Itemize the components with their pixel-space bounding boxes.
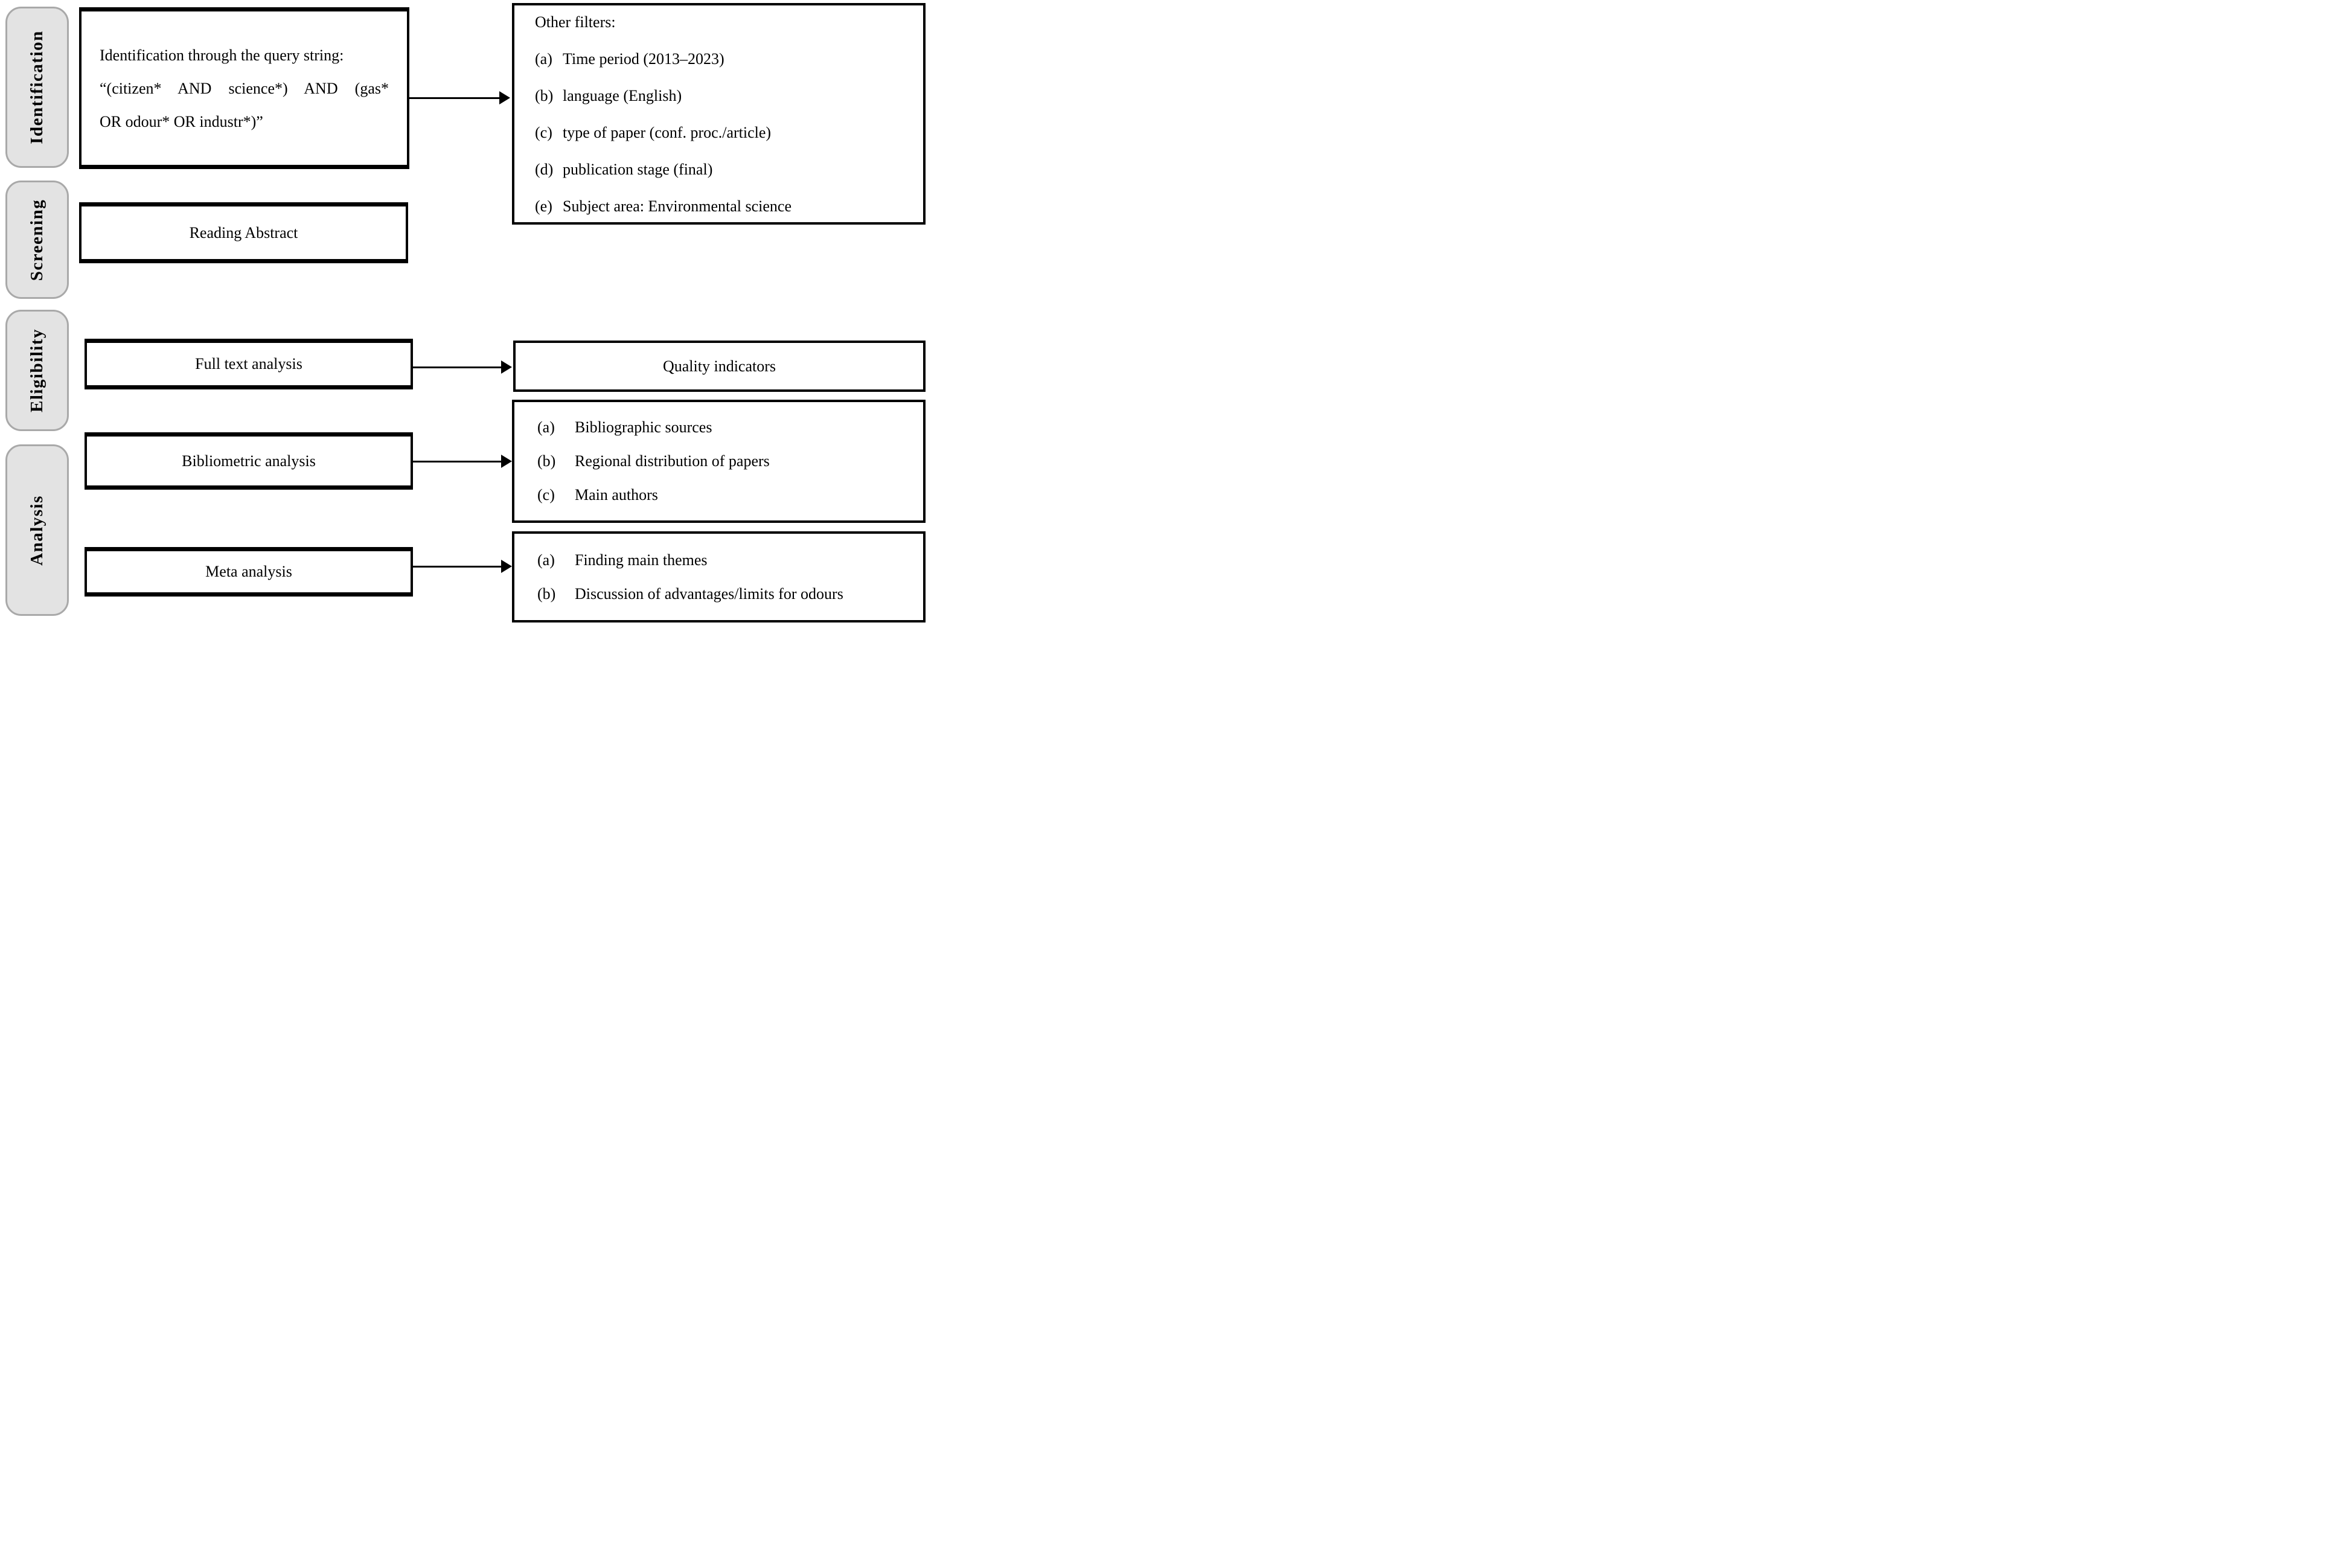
filter-item-text: language (English) — [563, 86, 682, 104]
other-filters-title: Other filters: — [535, 13, 616, 31]
detail-item: (b) Regional distribution of papers — [537, 444, 916, 478]
detail-item-label: (c) — [537, 486, 555, 504]
detail-item-label: (a) — [537, 551, 555, 569]
methodology-flow-diagram: Identification Screening Eligibility Ana… — [0, 0, 930, 627]
stage-pill-identification: Identification — [5, 7, 69, 168]
filter-item-label: (b) — [535, 86, 554, 104]
meta-analysis-box: Meta analysis — [85, 547, 413, 597]
meta-analysis-label: Meta analysis — [205, 563, 292, 580]
filter-item: (a) Time period (2013–2023) — [535, 40, 913, 77]
filter-item-label: (a) — [535, 50, 552, 68]
detail-item-text: Regional distribution of papers — [575, 452, 770, 470]
detail-item: (a) Finding main themes — [537, 543, 916, 577]
filter-item-text: Time period (2013–2023) — [563, 50, 724, 68]
arrowhead-icon — [501, 560, 512, 573]
filter-item-label: (c) — [535, 123, 552, 141]
stage-label-screening: Screening — [27, 199, 46, 281]
full-text-analysis-box: Full text analysis — [85, 339, 413, 389]
full-text-analysis-label: Full text analysis — [195, 355, 302, 373]
filter-item: (e) Subject area: Environmental science — [535, 188, 913, 225]
detail-item-text: Discussion of advantages/limits for odou… — [575, 584, 843, 603]
quality-indicators-label: Quality indicators — [662, 357, 776, 375]
stage-pill-eligibility: Eligibility — [5, 310, 69, 431]
other-filters-box: Other filters: (a) Time period (2013–202… — [512, 3, 926, 225]
stage-label-eligibility: Eligibility — [27, 328, 47, 412]
quality-indicators-box: Quality indicators — [513, 341, 926, 392]
bibliometric-analysis-box: Bibliometric analysis — [85, 432, 413, 490]
filter-item: (c) type of paper (conf. proc./article) — [535, 114, 913, 151]
detail-item-text: Main authors — [575, 486, 658, 504]
detail-item: (a) Bibliographic sources — [537, 411, 916, 444]
detail-item: (b) Discussion of advantages/limits for … — [537, 577, 916, 611]
meta-details-box: (a) Finding main themes (b) Discussion o… — [512, 531, 926, 622]
filter-item-label: (e) — [535, 197, 552, 215]
filter-item: (b) language (English) — [535, 77, 913, 114]
stage-pill-screening: Screening — [5, 181, 69, 299]
reading-abstract-label: Reading Abstract — [189, 223, 298, 242]
arrow-shaft — [413, 366, 502, 368]
query-line-1: Identification through the query string: — [100, 46, 344, 64]
stage-label-analysis: Analysis — [27, 494, 47, 566]
arrow-shaft — [413, 565, 502, 568]
bibliometric-analysis-label: Bibliometric analysis — [182, 452, 316, 470]
stage-label-identification: Identification — [27, 30, 46, 144]
query-string-box: Identification through the query string:… — [79, 7, 409, 169]
arrow-shaft — [409, 97, 500, 99]
filter-item-text: type of paper (conf. proc./article) — [563, 123, 772, 141]
filter-item-text: publication stage (final) — [563, 160, 713, 178]
bibliometric-details-box: (a) Bibliographic sources (b) Regional d… — [512, 400, 926, 523]
filter-item-text: Subject area: Environmental science — [563, 197, 792, 215]
detail-item-text: Bibliographic sources — [575, 418, 712, 436]
query-line-3: OR odour* OR industr*)” — [100, 112, 263, 130]
detail-item-label: (b) — [537, 584, 556, 603]
filter-item: (d) publication stage (final) — [535, 151, 913, 188]
reading-abstract-box: Reading Abstract — [79, 202, 408, 263]
arrowhead-icon — [499, 91, 510, 104]
arrowhead-icon — [501, 455, 512, 468]
detail-item-label: (a) — [537, 418, 555, 436]
query-line-2: “(citizen* AND science*) AND (gas* — [100, 79, 389, 97]
detail-item-label: (b) — [537, 452, 556, 470]
detail-item-text: Finding main themes — [575, 551, 708, 569]
filter-item-label: (d) — [535, 160, 554, 178]
detail-item: (c) Main authors — [537, 478, 916, 512]
arrowhead-icon — [501, 360, 512, 374]
stage-pill-analysis: Analysis — [5, 444, 69, 616]
arrow-shaft — [413, 460, 502, 462]
